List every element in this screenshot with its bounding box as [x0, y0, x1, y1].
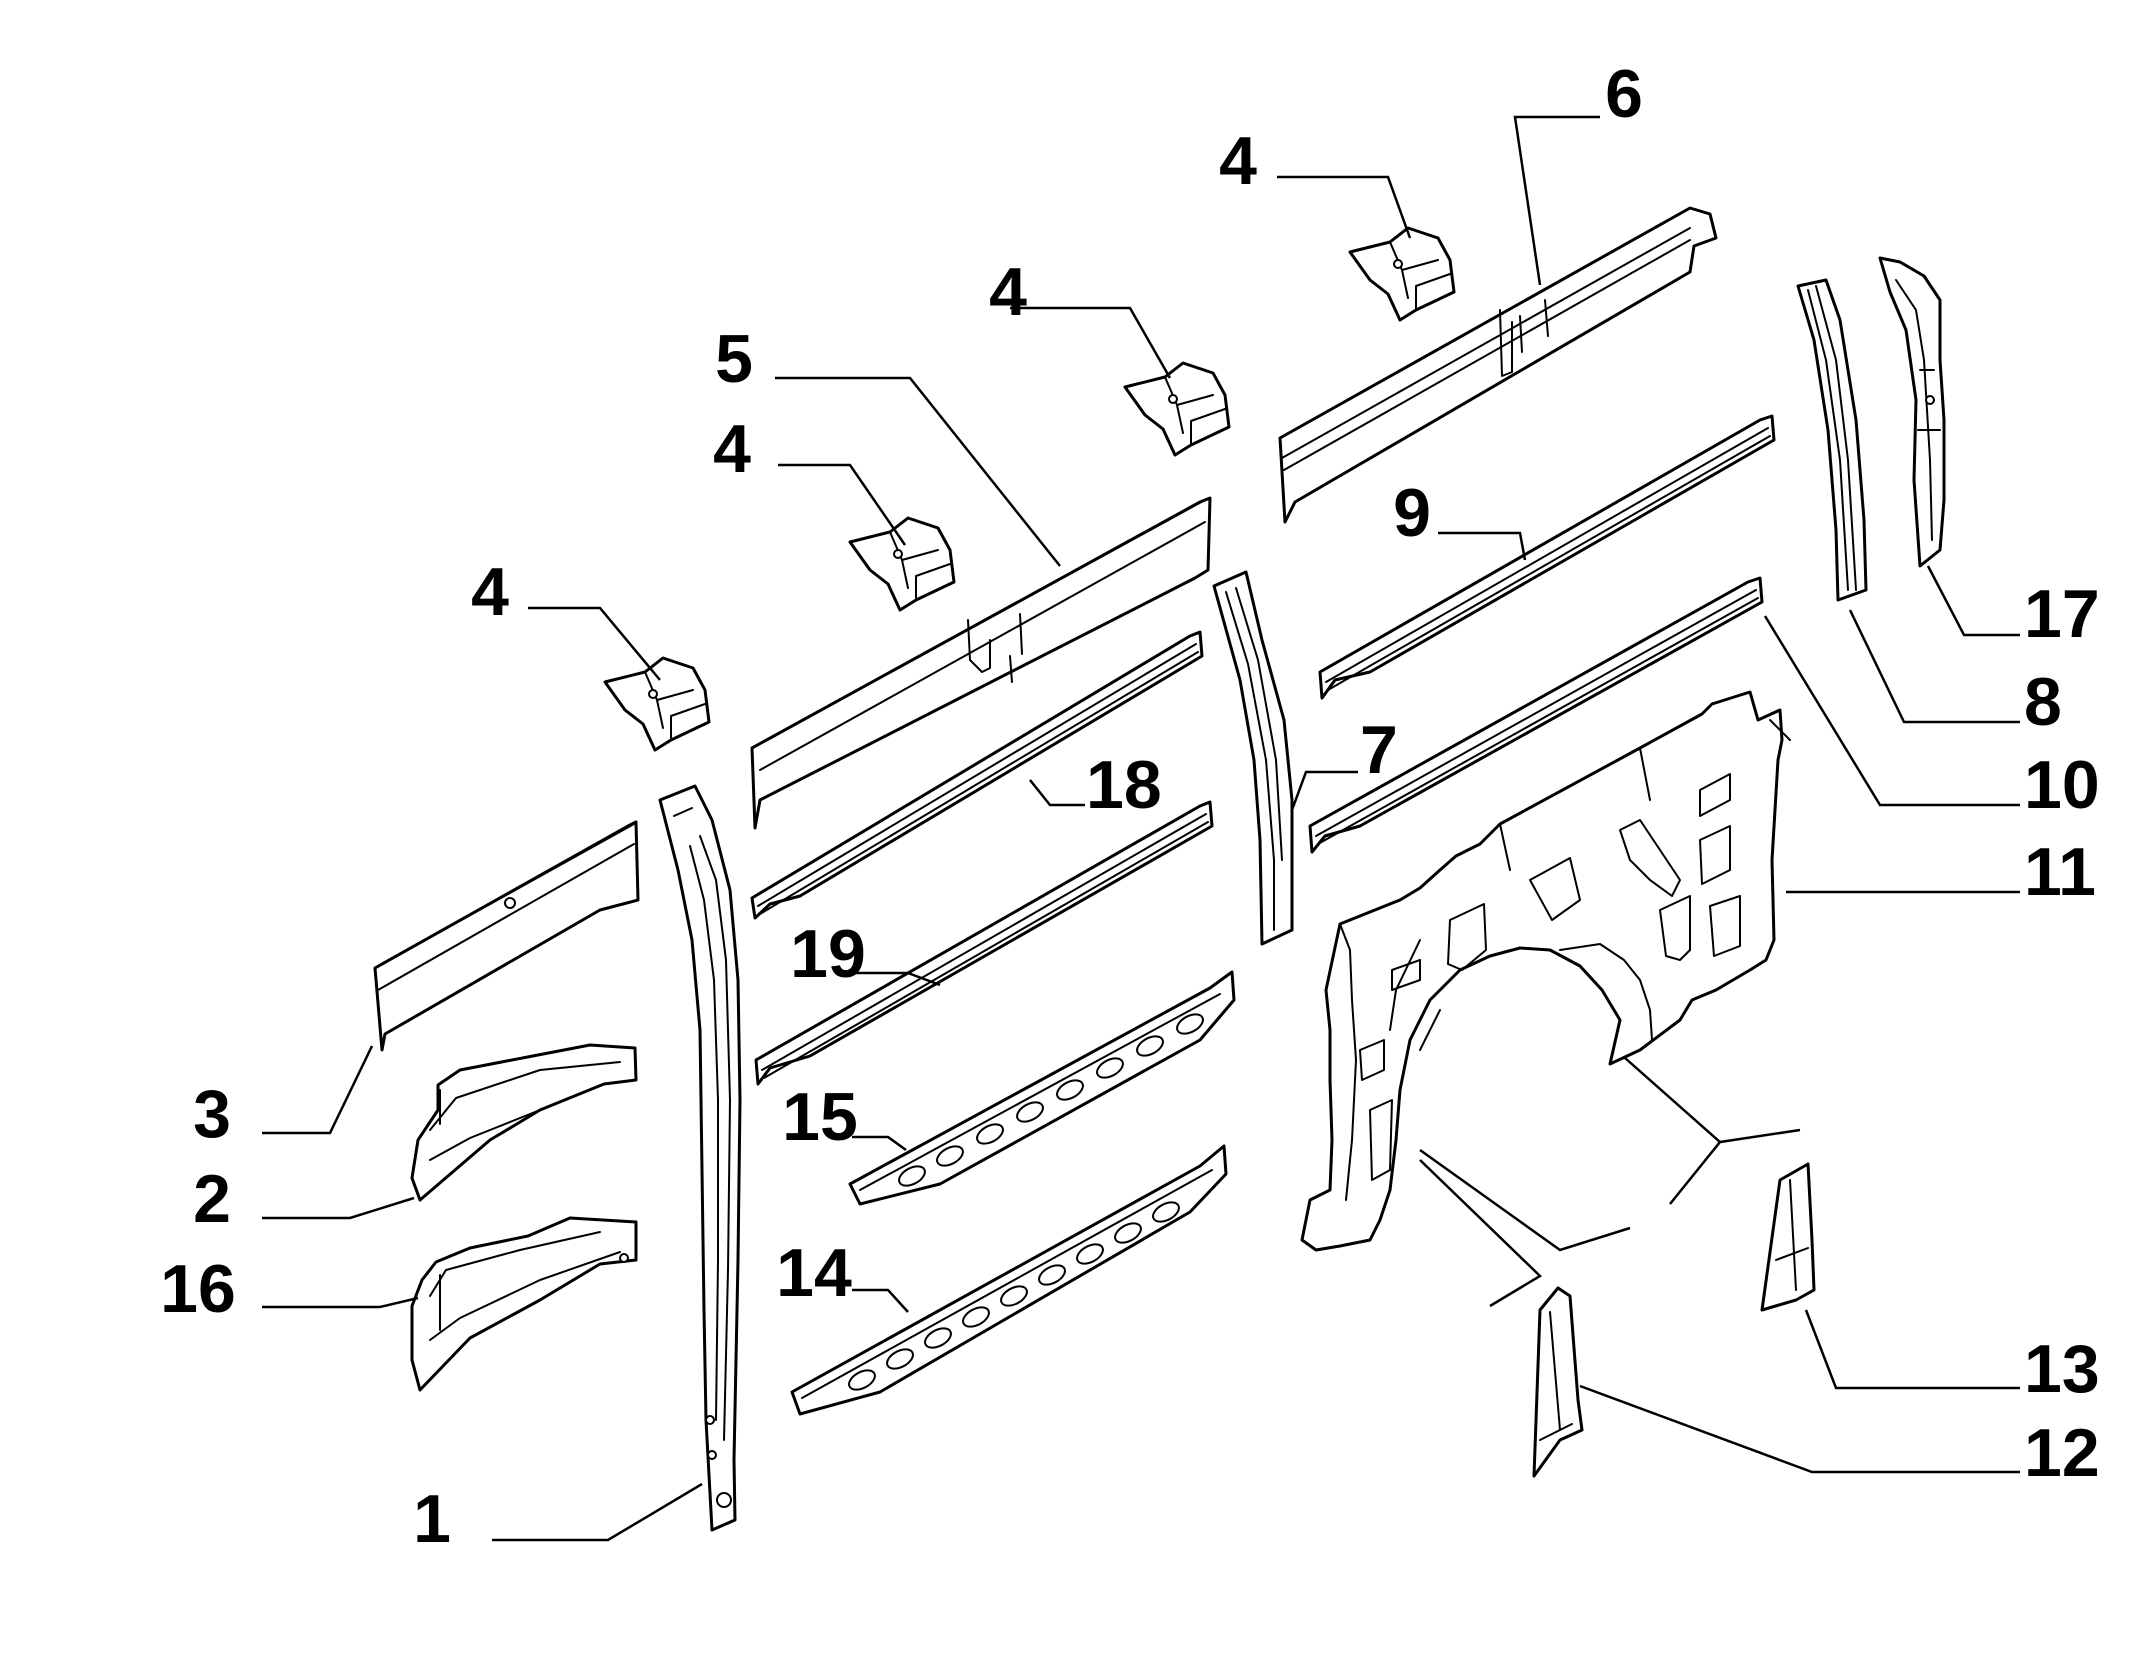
callout-6: 6: [1605, 56, 1643, 132]
part-9-rail: [1318, 414, 1776, 700]
part-3-panel: [373, 820, 640, 1052]
part-5-upper-rail: [750, 496, 1212, 830]
callout-7: 7: [1360, 712, 1398, 788]
callout-2: 2: [193, 1161, 231, 1237]
callout-17: 17: [2024, 576, 2100, 652]
callout-4-a: 4: [471, 554, 509, 630]
part-8-reinforcement: [1796, 278, 1868, 602]
part-15-sill: [848, 970, 1236, 1206]
part-10-rail: [1308, 576, 1764, 854]
part-12-gusset: [1532, 1286, 1584, 1478]
callout-13: 13: [2024, 1331, 2100, 1407]
part-16-reinforcement: [410, 1216, 638, 1392]
callout-labels: 1 2 3 16 4 4 4 4 5 6 7 9 18 19 15 14 17 …: [160, 56, 2099, 1557]
assembly-guide-lines: [1419, 1057, 1801, 1308]
callout-16: 16: [160, 1251, 236, 1327]
part-13-gusset: [1760, 1162, 1816, 1312]
callout-10: 10: [2024, 747, 2100, 823]
part-14-sill: [790, 1144, 1228, 1416]
callout-18: 18: [1086, 747, 1162, 823]
part-19-rail: [754, 800, 1214, 1086]
callout-1: 1: [413, 1481, 451, 1557]
part-18-rail: [750, 630, 1204, 920]
part-2-reinforcement: [410, 1043, 638, 1202]
part-17-panel: [1878, 256, 1946, 568]
part-11-inner-panel: [1300, 690, 1791, 1252]
callout-14: 14: [776, 1235, 852, 1311]
part-4-bracket-b: [848, 516, 956, 612]
callout-4-c: 4: [989, 254, 1027, 330]
callout-5: 5: [715, 321, 753, 397]
callout-11: 11: [2024, 834, 2096, 910]
callout-4-b: 4: [713, 411, 751, 487]
part-1-pillar: [658, 784, 742, 1532]
callout-15: 15: [782, 1079, 858, 1155]
part-11-cutouts: [1359, 773, 1741, 1181]
callout-8: 8: [2024, 664, 2062, 740]
part-14-holes: [848, 1201, 1180, 1391]
part-6-upper-rail: [1278, 206, 1718, 524]
callout-12: 12: [2024, 1415, 2100, 1491]
callout-19: 19: [790, 916, 866, 992]
part-7-pillar: [1212, 570, 1294, 946]
leader-lines: [262, 115, 2020, 1542]
part-4-bracket-c: [1123, 361, 1231, 457]
part-15-holes: [898, 1013, 1204, 1187]
callout-9: 9: [1393, 475, 1431, 551]
part-4-bracket-a: [603, 656, 711, 752]
callout-4-d: 4: [1219, 123, 1257, 199]
callout-3: 3: [193, 1076, 231, 1152]
part-4-bracket-d: [1348, 226, 1456, 322]
